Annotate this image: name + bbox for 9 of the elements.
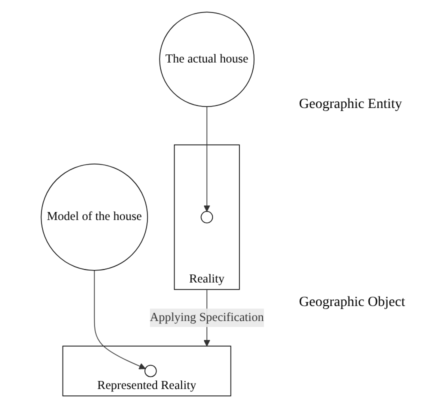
node-circle: The actual house <box>159 12 254 107</box>
node-circle <box>200 211 213 224</box>
edge-label: Applying Specification <box>150 310 264 324</box>
arrow <box>94 270 146 370</box>
node-circle <box>144 364 157 378</box>
node-circle: Model of the house <box>40 164 148 271</box>
arrow <box>204 106 210 212</box>
annotation-label: Geographic Entity <box>299 97 404 113</box>
annotation-label: Geographic Object <box>299 295 406 311</box>
